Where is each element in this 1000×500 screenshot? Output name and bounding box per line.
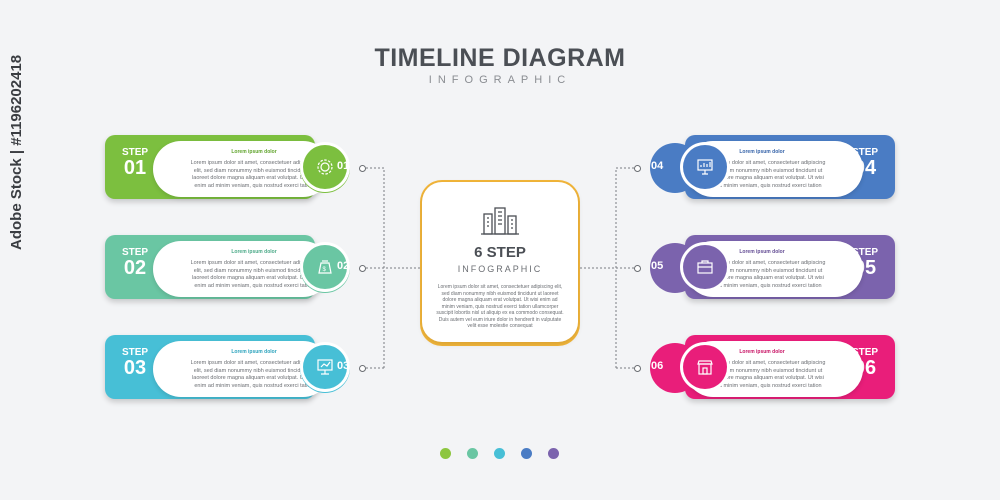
step-icon-holder xyxy=(683,245,727,289)
step-number: 02 xyxy=(123,257,147,279)
connector-dot xyxy=(634,365,641,372)
step-heading: Lorem ipsum dolor xyxy=(231,349,277,355)
step-badge-number: 03 xyxy=(337,360,350,372)
step-badge-number: 02 xyxy=(337,260,350,272)
palette-dot xyxy=(521,448,532,459)
center-title: 6 STEP xyxy=(474,244,526,261)
step-number: 03 xyxy=(123,357,147,379)
settings-cog-icon xyxy=(317,159,333,175)
step-body: Lorem ipsum dolor sit amet, consectetuer… xyxy=(190,160,318,189)
step-heading: Lorem ipsum dolor xyxy=(231,149,277,155)
connector-dot xyxy=(634,165,641,172)
presentation-chart-icon xyxy=(697,159,713,175)
step-body: Lorem ipsum dolor sit amet, consectetuer… xyxy=(698,260,826,289)
step-heading: Lorem ipsum dolor xyxy=(739,349,785,355)
connector-dot xyxy=(359,165,366,172)
connector-dot xyxy=(359,365,366,372)
step-heading: Lorem ipsum dolor xyxy=(739,149,785,155)
step-word: STEP xyxy=(851,347,879,358)
step-number: 01 xyxy=(123,157,147,179)
page-subtitle: INFOGRAPHIC xyxy=(428,74,572,86)
step-body: Lorem ipsum dolor sit amet, consectetuer… xyxy=(698,160,826,189)
step-word: STEP xyxy=(121,347,149,358)
step-badge-number: 05 xyxy=(651,260,664,272)
step-word: STEP xyxy=(851,247,879,258)
center-body: Lorem ipsum dolor sit amet, consectetuer… xyxy=(436,284,564,329)
step-heading: Lorem ipsum dolor xyxy=(739,249,785,255)
svg-text:$: $ xyxy=(323,267,327,273)
palette-dot xyxy=(467,448,478,459)
page-title: TIMELINE DIAGRAM xyxy=(374,44,626,72)
step-icon-holder: $ xyxy=(303,245,347,289)
step-heading: Lorem ipsum dolor xyxy=(231,249,277,255)
step-icon-holder xyxy=(303,345,347,389)
step-badge-number: 01 xyxy=(337,160,350,172)
presentation-board-icon xyxy=(317,359,333,375)
step-word: STEP xyxy=(121,147,149,158)
briefcase-icon xyxy=(697,260,713,274)
palette-dot xyxy=(440,448,451,459)
step-word: STEP xyxy=(121,247,149,258)
connector-dot xyxy=(634,265,641,272)
buildings-icon xyxy=(481,207,519,235)
connector-dot xyxy=(359,265,366,272)
palette-dot xyxy=(494,448,505,459)
step-icon-holder xyxy=(683,345,727,389)
step-word: STEP xyxy=(851,147,879,158)
step-body: Lorem ipsum dolor sit amet, consectetuer… xyxy=(698,360,826,389)
step-badge-number: 04 xyxy=(651,160,664,172)
storefront-icon xyxy=(697,360,713,375)
step-icon-holder xyxy=(683,145,727,189)
palette-dot xyxy=(548,448,559,459)
step-body: Lorem ipsum dolor sit amet, consectetuer… xyxy=(190,360,318,389)
step-body: Lorem ipsum dolor sit amet, consectetuer… xyxy=(190,260,318,289)
step-badge-number: 06 xyxy=(651,360,664,372)
step-icon-holder xyxy=(303,145,347,189)
money-bag-icon: $ xyxy=(318,260,332,274)
center-subtitle: INFOGRAPHIC xyxy=(457,264,543,274)
center-card: 6 STEP INFOGRAPHIC Lorem ipsum dolor sit… xyxy=(420,180,580,346)
